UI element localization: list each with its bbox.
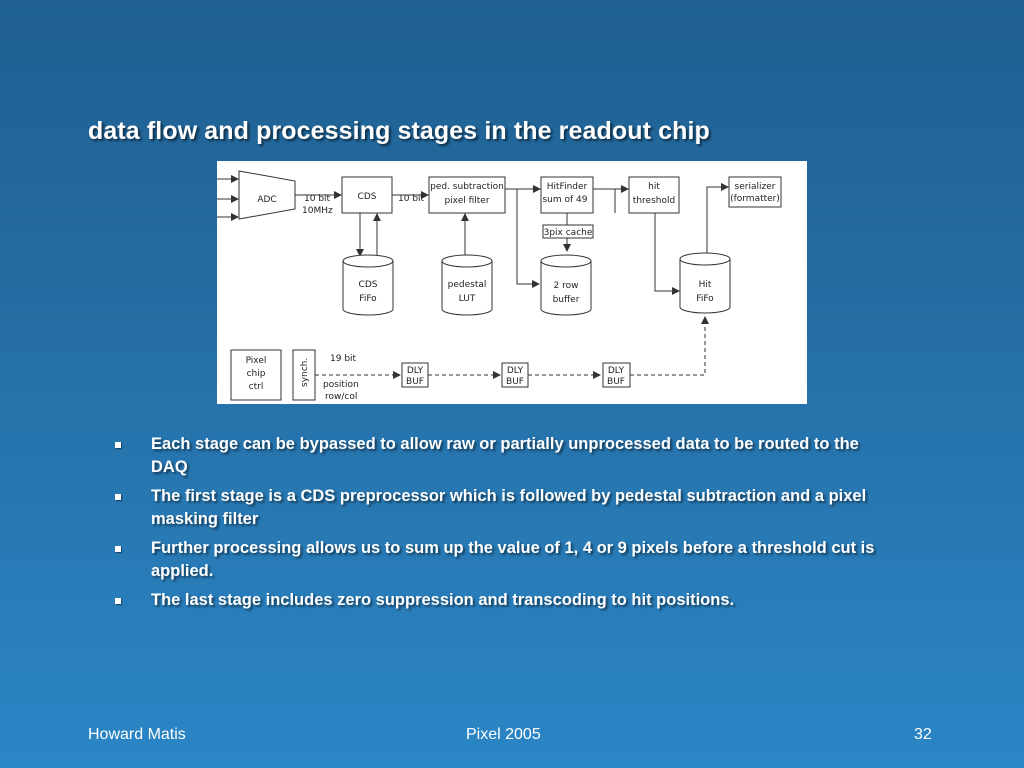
delay-chain xyxy=(315,316,709,379)
ped-subtraction-label: ped. subtraction xyxy=(430,182,504,192)
hitfinder-block: HitFinder sum of 49 xyxy=(540,176,594,214)
bullet-text: Each stage can be bypassed to allow raw … xyxy=(151,435,859,476)
adc-label: ADC xyxy=(257,195,276,205)
adc-block: ADC xyxy=(238,170,296,220)
footer-author: Howard Matis xyxy=(88,726,186,743)
bullet-item: The first stage is a CDS preprocessor wh… xyxy=(113,485,883,531)
cds-output-bits: 10 bit xyxy=(398,194,425,204)
formatter-label: (formatter) xyxy=(730,194,780,204)
synch-label: synch. xyxy=(300,358,310,387)
hit-fifo-label-2: FiFo xyxy=(696,294,714,304)
position-label: position xyxy=(323,380,359,390)
hit-fifo-label-1: Hit xyxy=(699,280,712,290)
adc-input-arrows xyxy=(217,175,239,221)
row-col-label: row/col xyxy=(325,392,357,402)
cds-fifo-block: CDS FiFo xyxy=(342,254,394,316)
hit-threshold-block: hit threshold xyxy=(628,176,680,214)
bullet-item: Each stage can be bypassed to allow raw … xyxy=(113,433,883,479)
bypass-lines xyxy=(516,183,729,295)
bullet-text: The first stage is a CDS preprocessor wh… xyxy=(151,487,867,528)
adc-output-bits: 10 bit xyxy=(304,194,331,204)
pedestal-lut-block: pedestal LUT xyxy=(441,254,493,316)
bus-width-label: 19 bit xyxy=(330,354,357,364)
cds-fifo-label-2: FiFo xyxy=(359,294,377,304)
cache-block: 3pix cache xyxy=(542,224,594,239)
serializer-block: serializer (formatter) xyxy=(728,176,782,208)
pixel-chip-ctrl-label-3: ctrl xyxy=(249,382,264,392)
hitfinder-sum-label: sum of 49 xyxy=(542,195,587,205)
lut-label: LUT xyxy=(459,294,476,304)
cds-fifo-label-1: CDS xyxy=(359,280,378,290)
adc-output-rate: 10MHz xyxy=(302,206,333,216)
hit-fifo-block: Hit FiFo xyxy=(679,252,731,314)
dly-buf-3: DLY BUF xyxy=(602,362,631,388)
dly-label-2: DLY xyxy=(507,366,524,376)
square-bullet-icon xyxy=(115,442,121,448)
threshold-label: threshold xyxy=(633,196,675,206)
ped-subtraction-block: ped. subtraction pixel filter xyxy=(428,176,506,214)
buf-label-3: BUF xyxy=(607,377,625,387)
cds-block: CDS xyxy=(341,176,393,214)
synch-block: synch. xyxy=(292,349,316,401)
bullet-list: Each stage can be bypassed to allow raw … xyxy=(113,433,883,618)
dly-label-3: DLY xyxy=(608,366,625,376)
buf-label-1: BUF xyxy=(406,377,424,387)
square-bullet-icon xyxy=(115,546,121,552)
dly-label-1: DLY xyxy=(407,366,424,376)
row-buffer-block: 2 row buffer xyxy=(540,254,592,316)
cache-label: 3pix cache xyxy=(544,228,593,238)
bullet-item: The last stage includes zero suppression… xyxy=(113,589,883,612)
buf-label-2: BUF xyxy=(506,377,524,387)
hitfinder-label: HitFinder xyxy=(547,182,588,192)
cds-label: CDS xyxy=(358,192,377,202)
pixel-chip-ctrl-label-1: Pixel xyxy=(246,356,267,366)
serializer-label: serializer xyxy=(735,182,776,192)
bullet-text: The last stage includes zero suppression… xyxy=(151,591,735,609)
bullet-text: Further processing allows us to sum up t… xyxy=(151,539,875,580)
dly-buf-1: DLY BUF xyxy=(401,362,429,388)
hit-label: hit xyxy=(648,182,660,192)
dly-buf-2: DLY BUF xyxy=(501,362,529,388)
pedestal-label: pedestal xyxy=(448,280,487,290)
readout-chip-diagram: ADC 10 bit 10MHz CDS 10 bit ped. subtrac… xyxy=(217,161,807,404)
footer-page-number: 32 xyxy=(914,726,932,743)
pixel-chip-ctrl-label-2: chip xyxy=(247,369,266,379)
square-bullet-icon xyxy=(115,598,121,604)
bullet-item: Further processing allows us to sum up t… xyxy=(113,537,883,583)
row-buffer-label-1: 2 row xyxy=(554,281,579,291)
diagram-canvas: ADC 10 bit 10MHz CDS 10 bit ped. subtrac… xyxy=(217,170,782,402)
footer-event: Pixel 2005 xyxy=(466,726,541,743)
pixel-filter-label: pixel filter xyxy=(444,196,489,206)
square-bullet-icon xyxy=(115,494,121,500)
pixel-chip-ctrl-block: Pixel chip ctrl xyxy=(230,349,282,401)
slide-title: data flow and processing stages in the r… xyxy=(88,117,710,145)
row-buffer-label-2: buffer xyxy=(553,295,580,305)
